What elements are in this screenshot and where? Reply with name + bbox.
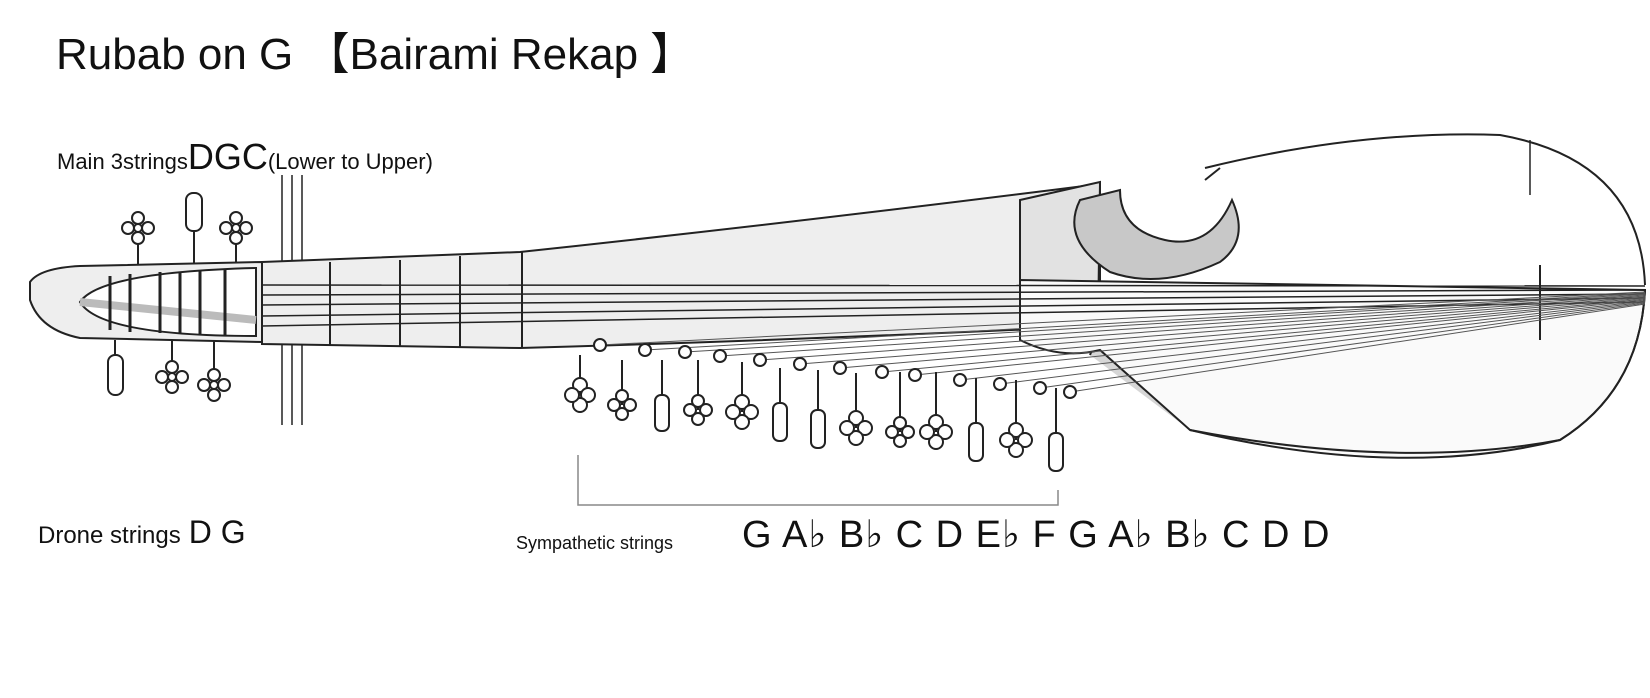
sympathetic-strings-notes: G A♭ B♭ C D E♭ F G A♭ B♭ C D D [742, 514, 1331, 556]
upper-pegs [121, 192, 253, 310]
drone-strings-text: Drone strings [38, 522, 181, 549]
main-strings-label: Main 3stringsDGC(Lower to Upper) [57, 136, 433, 178]
sympathetic-strings-label: Sympathetic strings [516, 533, 674, 553]
sympathetic-pegs [564, 355, 1064, 472]
drone-strings-notes: D G [188, 514, 246, 550]
main-strings-notes: DGC [187, 136, 268, 177]
main-strings-prefix: Main 3strings [57, 149, 188, 174]
rubab-instrument-illustration [29, 133, 1647, 506]
tuning-peg-icon [185, 192, 203, 232]
lower-pegs [107, 340, 231, 402]
tuning-peg-icon [107, 354, 124, 396]
flower-peg-icon [155, 360, 189, 394]
flower-peg-icon [197, 368, 231, 402]
main-strings-suffix: (Lower to Upper) [267, 149, 433, 174]
diagram-title: Rubab on G 【Bairami Rekap 】 [56, 30, 695, 79]
flower-peg-icon [219, 211, 253, 245]
flower-peg-icon [121, 211, 155, 245]
drone-strings-label: Drone strings D G [38, 514, 246, 551]
